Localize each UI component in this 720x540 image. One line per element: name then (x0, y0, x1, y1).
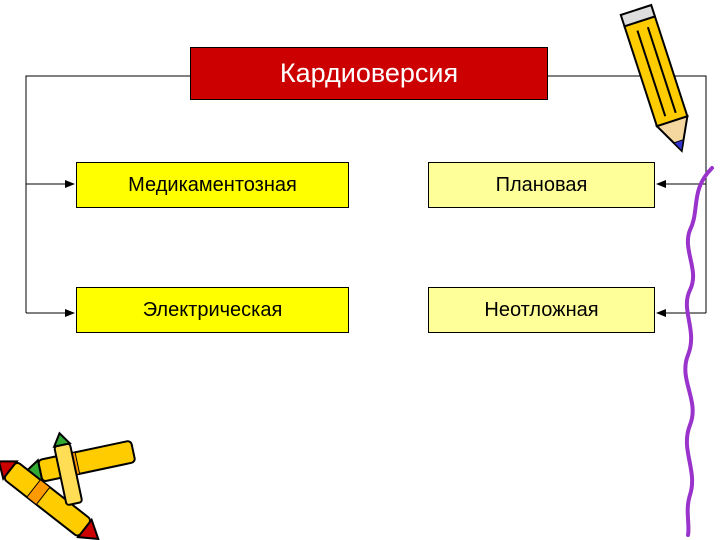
pencil-icon (619, 3, 689, 153)
right-connector (548, 75, 707, 317)
title-label: Кардиоверсия (279, 58, 459, 88)
box-label: Неотложная (484, 298, 599, 321)
box-label: Медикаментозная (128, 173, 297, 196)
box-planovaya: Плановая (428, 162, 655, 208)
left-connector (25, 75, 190, 317)
box-neotlozhnaya: Неотложная (428, 287, 655, 333)
title-box: Кардиоверсия (190, 47, 548, 100)
box-medikamentoznaya: Медикаментозная (76, 162, 349, 208)
squiggle-line (683, 166, 714, 537)
box-label: Электрическая (142, 298, 283, 321)
box-label: Плановая (495, 173, 588, 196)
crayons-icon (0, 431, 136, 540)
box-elektricheskaya: Электрическая (76, 287, 349, 333)
